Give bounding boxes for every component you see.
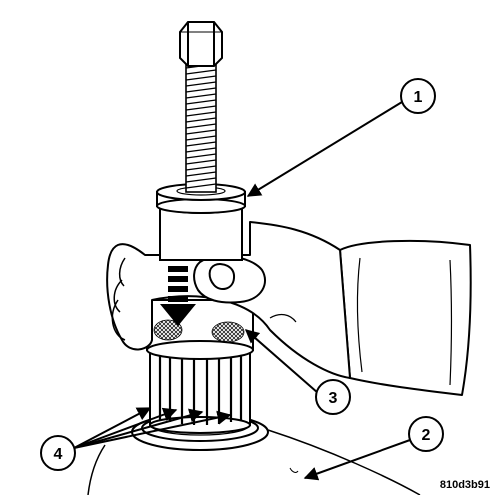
forcing-screw bbox=[185, 61, 217, 193]
leader-2 bbox=[303, 439, 411, 481]
hex-head bbox=[179, 21, 223, 67]
housing-surface bbox=[87, 429, 421, 495]
leader-4d bbox=[73, 410, 232, 449]
callout-3-label: 3 bbox=[329, 390, 338, 407]
push-direction-arrow bbox=[160, 266, 196, 326]
callout-3: 3 bbox=[315, 379, 351, 415]
leader-lines bbox=[73, 101, 411, 481]
leader-4a bbox=[73, 407, 152, 449]
leader-3 bbox=[244, 329, 319, 394]
leader-4c bbox=[73, 408, 204, 449]
figure-code: 810d3b91 bbox=[440, 479, 490, 491]
callout-1-label: 1 bbox=[414, 89, 423, 106]
callout-4-label: 4 bbox=[54, 446, 63, 463]
knurled-collar bbox=[146, 299, 254, 360]
leader-1 bbox=[246, 101, 403, 197]
leader-4b bbox=[73, 407, 178, 449]
callout-2-label: 2 bbox=[422, 427, 431, 444]
callout-1: 1 bbox=[400, 78, 436, 114]
callout-2: 2 bbox=[408, 416, 444, 452]
callout-4: 4 bbox=[40, 435, 76, 471]
thrust-bearing bbox=[156, 183, 246, 214]
